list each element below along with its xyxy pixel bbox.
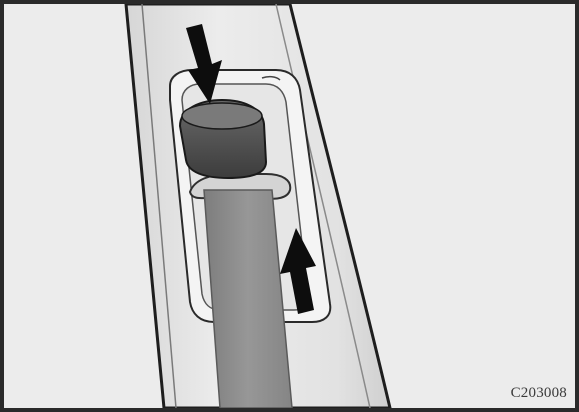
figure-code: C203008 <box>511 385 567 402</box>
seatbelt-height-adjuster-illustration <box>4 4 575 408</box>
release-button-top <box>182 103 262 129</box>
